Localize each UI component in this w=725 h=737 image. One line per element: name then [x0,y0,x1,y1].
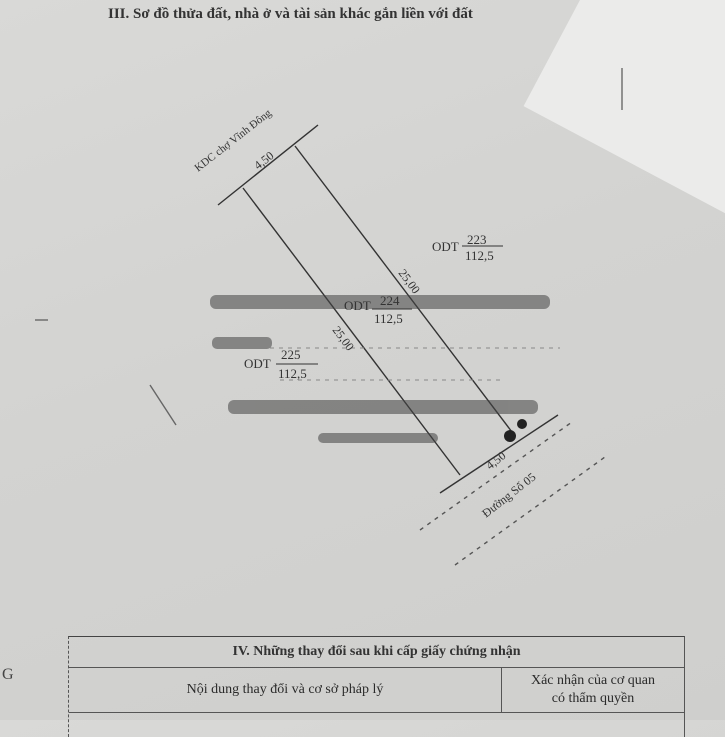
table-header-row: Nội dung thay đổi và cơ sở pháp lý Xác n… [69,668,684,713]
parcel-area: 112,5 [465,248,494,263]
blurred-handwriting [210,295,550,443]
header-line: Xác nhận của cơ quan [530,673,655,688]
header-line: có thẩm quyền [551,691,635,706]
right-side-label: 25,00 [396,266,423,296]
parcel-225: ODT 225 112,5 [244,347,318,381]
parcel-number: 225 [281,347,301,362]
parcel-number: 223 [467,232,487,247]
changes-table: IV. Những thay đổi sau khi cấp giấy chứn… [68,636,685,737]
parcel-type: ODT [344,298,371,313]
left-side-label: 25,00 [330,323,357,353]
parcel-type: ODT [432,239,459,254]
parcel-area: 112,5 [278,366,307,381]
left-boundary [242,187,461,476]
top-boundary [217,124,319,206]
table-title: IV. Những thay đổi sau khi cấp giấy chứn… [69,637,684,668]
parcel-type: ODT [244,356,271,371]
section-heading: III. Sơ đồ thửa đất, nhà ở và tài sản kh… [108,6,473,22]
parcel-area: 112,5 [374,311,403,326]
top-width-label: 4,50 [251,148,276,172]
bottom-road-label: Đường Số 05 [479,470,538,521]
parcel-diagram: KDC chợ Vĩnh Đông 4,50 25,00 25,00 4,50 … [35,68,623,566]
column-header-confirmation: Xác nhận của cơ quan có thẩm quyền [502,668,684,712]
right-boundary [294,145,513,433]
road-edge-1 [419,421,573,531]
margin-letter: G [2,666,14,683]
bottom-width-label: 4,50 [483,448,508,472]
parcel-224: ODT 224 112,5 [344,293,412,326]
parcel-number: 224 [380,293,400,308]
road-edge-2 [454,456,606,566]
parcel-223: ODT 223 112,5 [432,232,503,263]
column-header-content: Nội dung thay đổi và cơ sở pháp lý [69,668,502,712]
bottom-boundary [439,414,559,494]
